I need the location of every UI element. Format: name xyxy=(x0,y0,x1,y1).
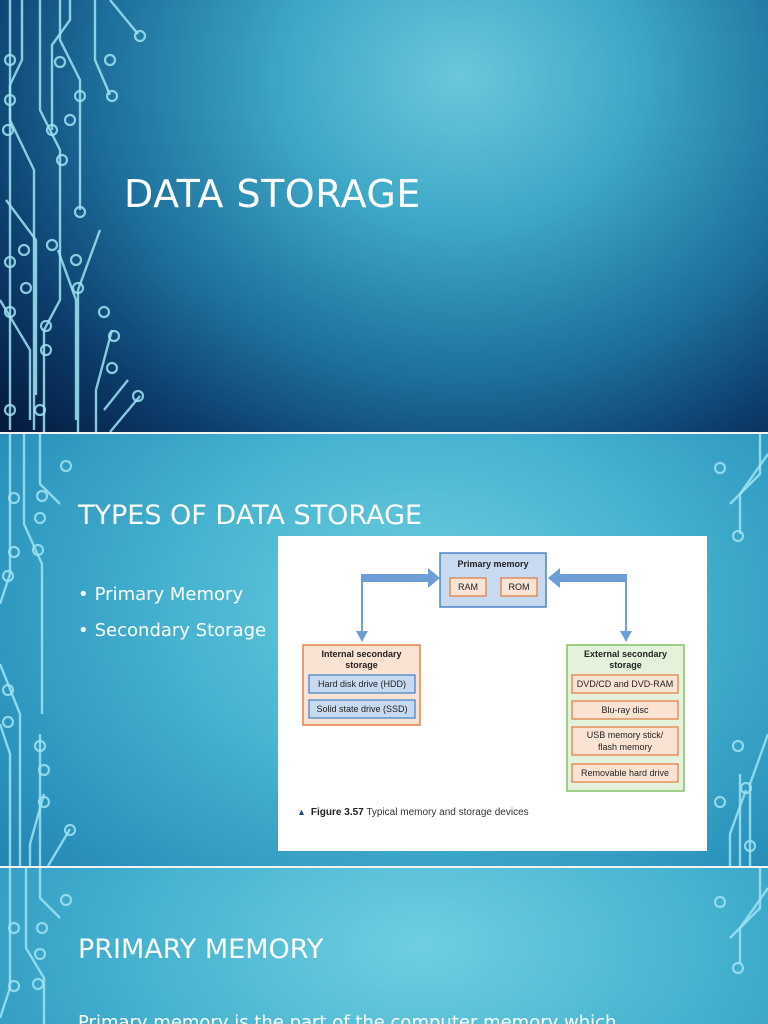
circuit-decoration-icon xyxy=(0,0,147,432)
circuit-decoration-right-icon xyxy=(713,434,768,866)
removable-drive-label: Removable hard drive xyxy=(580,768,670,778)
slide-heading-types: TYPES OF DATA STORAGE xyxy=(78,500,423,531)
slide-title: DATA STORAGE xyxy=(0,0,768,432)
slide-title-heading: DATA STORAGE xyxy=(124,172,421,216)
usb-label-line1: USB memory stick/ xyxy=(586,730,664,740)
primary-memory-paragraph: Primary memory is the part of the comput… xyxy=(78,1012,617,1024)
storage-diagram-figure: Primary memory RAM ROM Internal secondar… xyxy=(278,536,707,851)
external-storage-label-line2: storage xyxy=(609,660,642,670)
dvd-label: DVD/CD and DVD-RAM xyxy=(576,679,674,689)
bluray-label: Blu-ray disc xyxy=(601,705,649,715)
circuit-decoration-left-icon xyxy=(0,868,73,1024)
ssd-label: Solid state drive (SSD) xyxy=(316,704,408,714)
diagram-shapes xyxy=(302,552,685,792)
circuit-decoration-left-icon xyxy=(0,434,77,866)
usb-label-line2: flash memory xyxy=(597,742,652,752)
internal-storage-label-line1: Internal secondary xyxy=(321,649,402,659)
bullet-list: Primary Memory Secondary Storage xyxy=(78,582,266,654)
bullet-item-primary: Primary Memory xyxy=(78,582,266,618)
arrow-left-icon xyxy=(356,568,440,642)
bullet-item-secondary: Secondary Storage xyxy=(78,618,266,654)
primary-memory-label: Primary memory xyxy=(457,559,529,569)
slide-primary-memory xyxy=(0,868,768,1024)
caption-triangle-icon: ▲ xyxy=(297,807,306,817)
slide-divider xyxy=(0,866,768,868)
slide-heading-primary-memory: PRIMARY MEMORY xyxy=(78,934,324,965)
caption-text: Typical memory and storage devices xyxy=(366,807,529,818)
figure-caption: ▲ Figure 3.57 Typical memory and storage … xyxy=(297,807,529,818)
ram-label: RAM xyxy=(458,582,478,592)
rom-label: ROM xyxy=(508,582,530,592)
external-storage-label-line1: External secondary xyxy=(583,649,668,659)
slide-divider xyxy=(0,432,768,434)
internal-storage-label-line2: storage xyxy=(345,660,378,670)
caption-figure-number: Figure 3.57 xyxy=(310,807,364,818)
arrow-right-icon xyxy=(548,568,632,642)
circuit-decoration-right-icon xyxy=(713,868,768,975)
hdd-label: Hard disk drive (HDD) xyxy=(317,679,406,689)
